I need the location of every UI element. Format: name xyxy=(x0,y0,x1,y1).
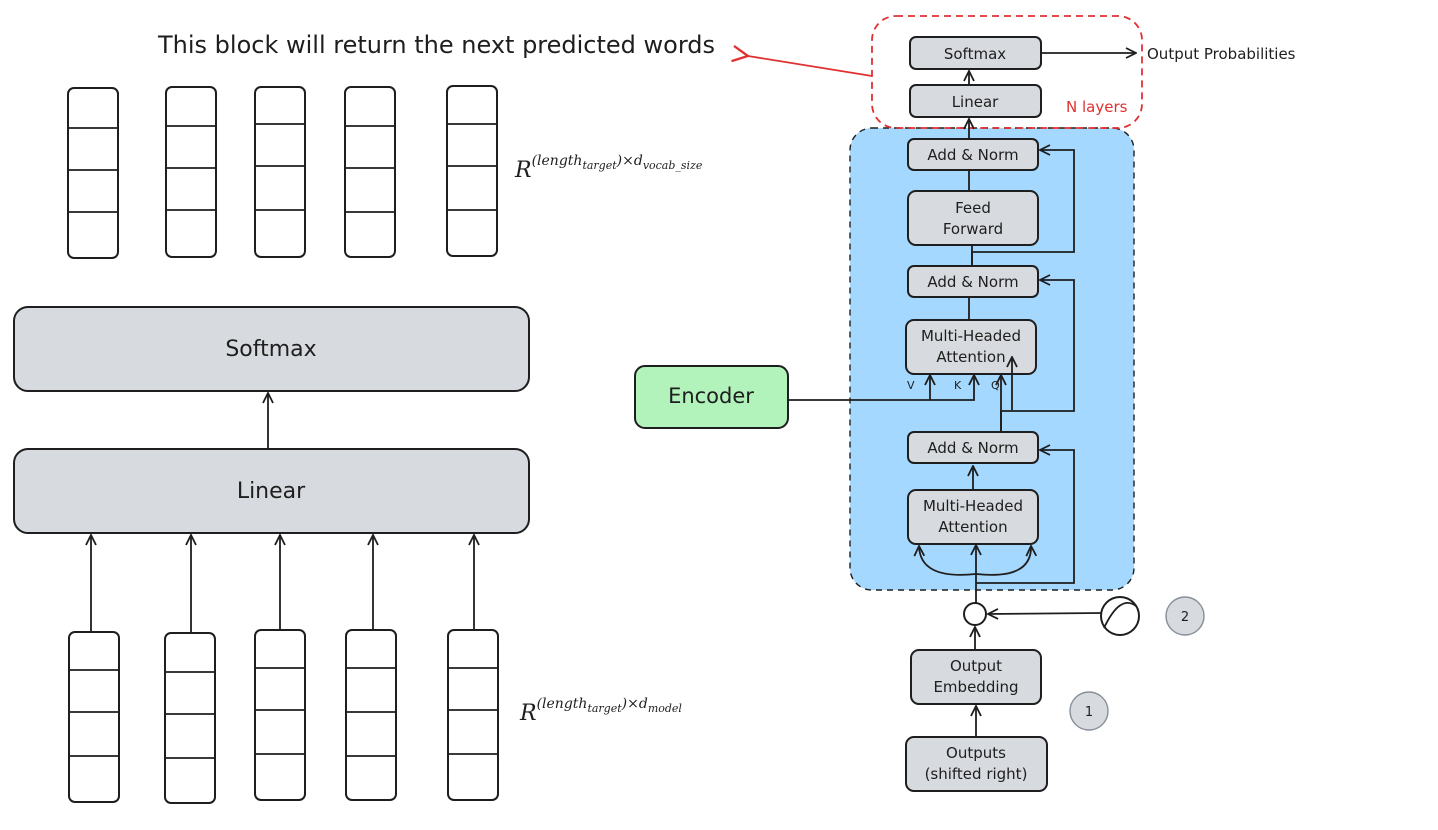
model-dimension-formula: R(lengthtarget)×dmodel xyxy=(519,696,682,726)
output-vector xyxy=(165,86,217,258)
output-vector xyxy=(446,85,498,257)
self-attn-q-arrow xyxy=(975,546,1031,576)
add-norm-box xyxy=(907,265,1039,298)
annotation-arrow xyxy=(748,56,873,77)
input-vector xyxy=(345,629,397,801)
add-norm-label: Add & Norm xyxy=(927,146,1018,164)
softmax-layer xyxy=(13,306,530,392)
linear-layer xyxy=(13,448,530,534)
output-vector xyxy=(67,87,119,259)
step-badge-1-label: 1 xyxy=(1085,705,1093,720)
step-badge-2 xyxy=(1165,596,1205,636)
output-vector xyxy=(344,86,396,258)
step-badge-2-label: 2 xyxy=(1181,610,1189,625)
residual-connection-cross xyxy=(1000,280,1075,432)
self-attention-label-2: Attention xyxy=(938,518,1007,536)
linear-box xyxy=(909,84,1042,118)
positional-encoding-icon xyxy=(1100,596,1140,636)
outputs-box xyxy=(905,736,1048,792)
softmax-box-label: Softmax xyxy=(944,45,1006,63)
feed-forward-box xyxy=(907,190,1039,246)
input-vector xyxy=(164,632,216,804)
input-arrows xyxy=(91,535,474,632)
self-attention-label-1: Multi-Headed xyxy=(923,497,1023,515)
output-vector xyxy=(254,86,306,258)
encoder-label: Encoder xyxy=(668,384,754,408)
input-vector xyxy=(254,629,306,801)
residual-connection-self xyxy=(976,450,1075,584)
outputs-label-2: (shifted right) xyxy=(925,765,1028,783)
add-norm-box xyxy=(907,138,1039,171)
q-label: Q xyxy=(991,379,1000,392)
positional-encoding-wave xyxy=(1103,601,1137,629)
output-embedding-box xyxy=(910,649,1042,705)
output-vectors-top xyxy=(67,85,498,259)
vocab-dimension-formula: R(lengthtarget)×dvocab_size xyxy=(514,153,703,183)
output-probabilities-label: Output Probabilities xyxy=(1147,45,1296,63)
softmax-label: Softmax xyxy=(225,337,316,362)
output-head-highlight xyxy=(871,15,1143,129)
add-norm-label: Add & Norm xyxy=(927,273,1018,291)
k-label: K xyxy=(954,379,962,392)
output-embedding-label-1: Output xyxy=(950,657,1002,675)
linear-box-label: Linear xyxy=(952,93,999,111)
self-attn-v-arrow xyxy=(919,546,977,576)
cross-attention-label-2: Attention xyxy=(936,348,1005,366)
encoder-box xyxy=(634,365,789,429)
n-layers-label: N layers xyxy=(1066,98,1128,116)
output-embedding-label-2: Embedding xyxy=(933,678,1018,696)
add-norm-label: Add & Norm xyxy=(927,439,1018,457)
feed-forward-label-2: Forward xyxy=(943,220,1003,238)
step-badge-1 xyxy=(1069,691,1109,731)
positional-encoding-arrow xyxy=(988,613,1102,614)
outputs-label-1: Outputs xyxy=(946,744,1006,762)
feed-forward-label-1: Feed xyxy=(955,199,991,217)
positional-add-circle xyxy=(963,602,987,626)
cross-attention-label-1: Multi-Headed xyxy=(921,327,1021,345)
linear-label: Linear xyxy=(237,479,306,504)
v-label: V xyxy=(907,379,915,392)
annotation-text: This block will return the next predicte… xyxy=(157,31,715,59)
input-vector xyxy=(447,629,499,801)
add-norm-box xyxy=(907,431,1039,464)
input-vectors-bottom xyxy=(68,629,499,804)
input-vector xyxy=(68,631,120,803)
encoder-to-k-arrow xyxy=(788,375,974,401)
